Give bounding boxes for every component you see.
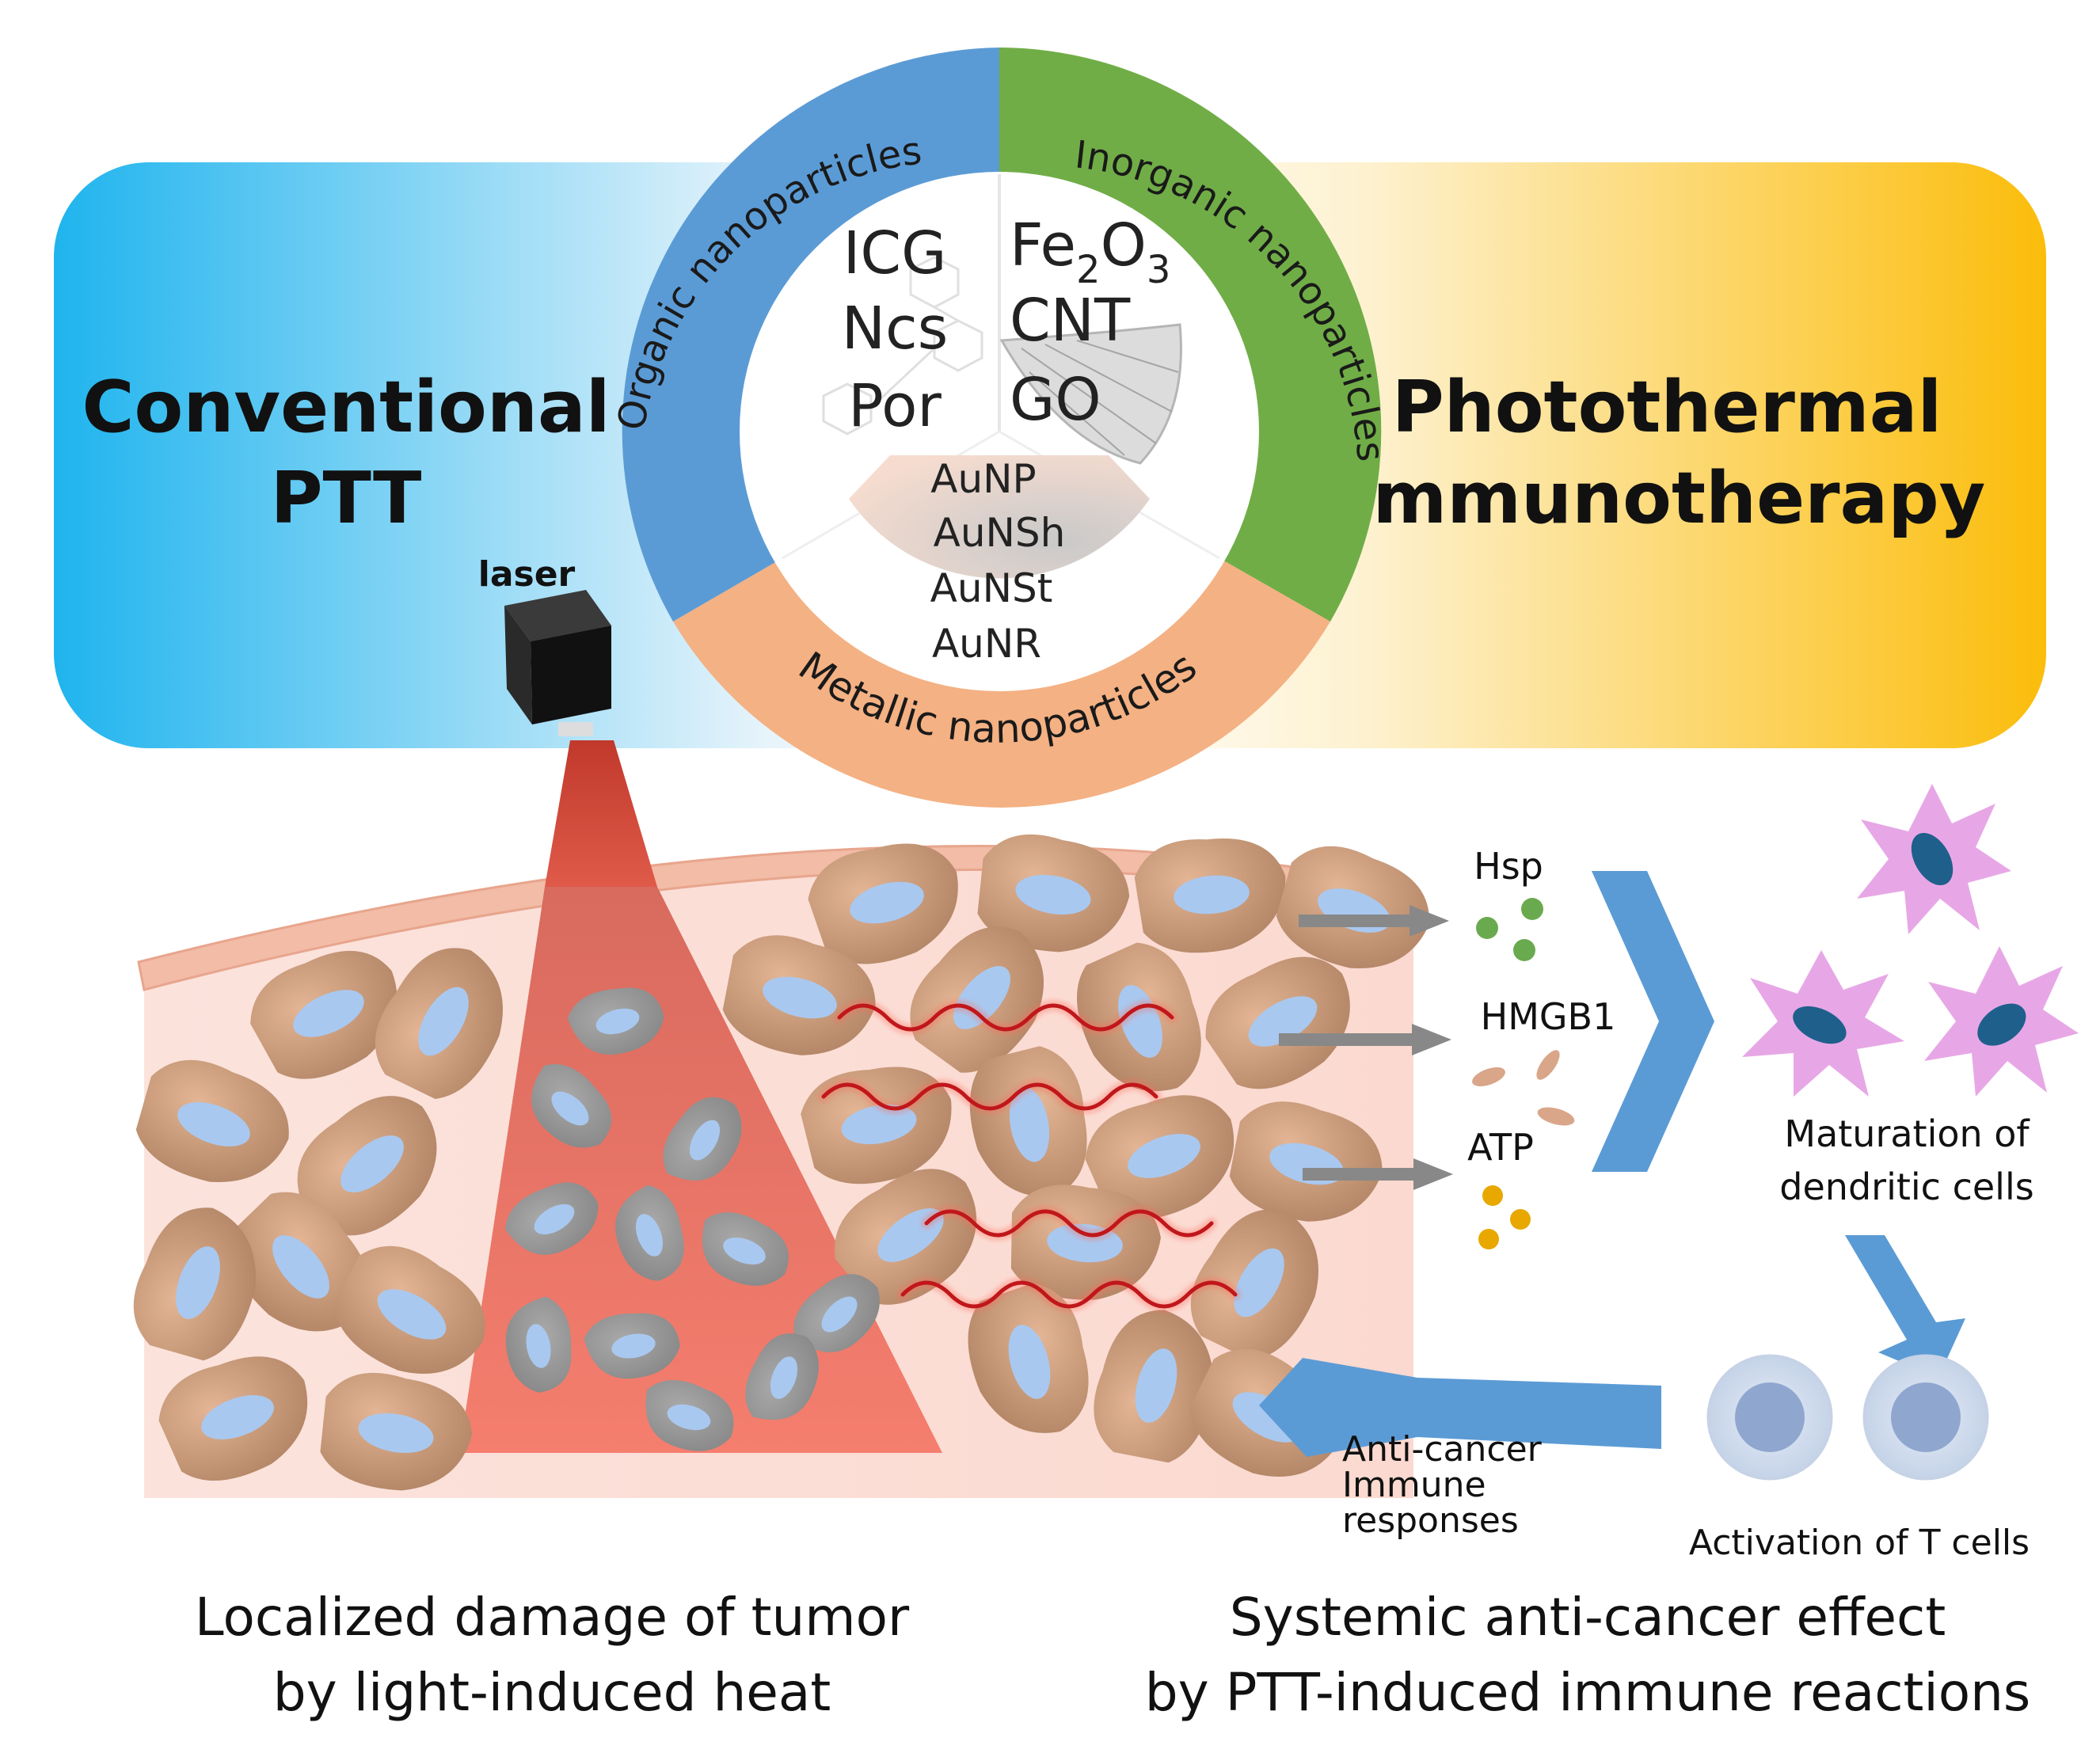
release-arrow-atp — [1303, 1158, 1453, 1190]
heat-waves — [818, 1000, 1241, 1312]
immune-response-arrow — [1259, 1358, 1661, 1457]
tumor-cell — [969, 1046, 1087, 1197]
tumor-cell — [1205, 956, 1350, 1089]
response-label-line2: Immune — [1342, 1465, 1486, 1505]
left-title-line2: PTT — [271, 457, 422, 540]
tumor-cells — [133, 834, 1429, 1491]
tumor-cell — [229, 1192, 369, 1332]
t-cell — [1862, 1354, 1989, 1481]
organic-item-icg: ICG — [843, 219, 947, 287]
tumor-cell — [135, 1059, 289, 1183]
damaged-cell — [531, 1064, 612, 1148]
left-caption-line1: Localized damage of tumor — [195, 1587, 910, 1648]
inorganic-item-go: GO — [1010, 366, 1101, 434]
right-caption-line2: by PTT-induced immune reactions — [1145, 1662, 2031, 1723]
atp-group: ATP — [1467, 1126, 1534, 1249]
atp-particle — [1482, 1185, 1503, 1206]
chevron-arrow — [1592, 871, 1714, 1172]
tumor-cell — [808, 843, 958, 964]
heat-wave — [921, 1206, 1217, 1241]
hmgb1-fragment — [1537, 1107, 1575, 1126]
maturation-to-tcell-arrow — [1845, 1235, 1965, 1378]
tumor-cell — [1190, 1209, 1318, 1360]
atp-particle — [1478, 1229, 1499, 1249]
tumor-cell — [133, 1207, 257, 1361]
heat-wave — [834, 1000, 1177, 1035]
dendritic-cell — [1742, 950, 1904, 1097]
atp-particle — [1510, 1209, 1531, 1230]
response-label-line3: responses — [1342, 1500, 1519, 1541]
heat-wave — [818, 1079, 1162, 1114]
dendritic-cell — [1924, 946, 2079, 1097]
tumor-cell — [968, 1283, 1089, 1433]
tumor-cell — [334, 1245, 485, 1374]
tumor-cell — [158, 1356, 308, 1481]
inorganic-item-cnt: CNT — [1010, 287, 1131, 355]
damaged-cell — [745, 1333, 819, 1420]
release-arrows — [1279, 905, 1453, 1190]
damaged-cells — [505, 987, 880, 1451]
metallic-item-aunst: AuNSt — [930, 565, 1053, 611]
damaged-cell — [615, 1185, 684, 1281]
tumor-cell — [250, 950, 398, 1079]
nanoparticle-wheel: Organic nanoparticles Inorganic nanopart… — [609, 48, 1393, 808]
right-caption-line1: Systemic anti-cancer effect — [1230, 1587, 1946, 1648]
t-cell — [1706, 1354, 1833, 1481]
tumor-cell — [1094, 1310, 1214, 1463]
damaged-cell — [793, 1274, 880, 1352]
tumor-cell — [320, 1372, 473, 1491]
metallic-item-aunp: AuNP — [930, 456, 1036, 502]
metallic-wedge-shade — [849, 455, 1150, 579]
organic-item-ncs: Ncs — [842, 295, 949, 363]
damaged-cell — [702, 1212, 789, 1286]
left-title-line1: Conventional — [82, 366, 610, 449]
response-label-line1: Anti-cancer — [1342, 1429, 1543, 1470]
hsp-group: Hsp — [1474, 845, 1543, 961]
t-cells — [1706, 1354, 1989, 1481]
hmgb1-fragment — [1536, 1050, 1560, 1080]
laser-beam — [545, 740, 657, 887]
organic-item-por: Por — [848, 372, 942, 440]
dendritic-cells — [1742, 784, 2079, 1097]
hsp-label: Hsp — [1474, 845, 1543, 888]
damaged-cell — [584, 1313, 680, 1379]
metallic-item-aunr: AuNR — [932, 621, 1041, 667]
tumor-cell — [297, 1096, 437, 1236]
metallic-item-aunsh: AuNSh — [934, 510, 1066, 556]
damaged-cell — [567, 987, 664, 1055]
release-arrow-hmgb1 — [1279, 1024, 1451, 1055]
laser-label: laser — [478, 554, 576, 595]
hsp-particle — [1476, 917, 1498, 939]
laser-device — [504, 590, 611, 736]
right-title-line2: immunotherapy — [1349, 457, 1986, 540]
atp-label: ATP — [1467, 1126, 1534, 1169]
nanotube-sketch — [999, 323, 1182, 465]
damaged-cell — [645, 1379, 734, 1451]
release-arrow-hsp — [1299, 905, 1449, 937]
tumor-cell — [977, 834, 1130, 953]
hmgb1-label: HMGB1 — [1481, 995, 1616, 1038]
right-title-line1: Photothermal — [1392, 366, 1942, 449]
molecule-sketch — [822, 256, 983, 435]
heat-wave — [897, 1277, 1241, 1312]
damaged-cell — [505, 1296, 572, 1393]
tumor-cell — [1085, 1095, 1235, 1220]
damaged-cell — [505, 1182, 599, 1255]
tumor-cell — [1134, 838, 1286, 953]
hsp-particle — [1521, 898, 1543, 920]
tcell-label: Activation of T cells — [1689, 1523, 2030, 1563]
hmgb1-fragment — [1472, 1067, 1505, 1087]
dendritic-cell — [1857, 784, 2011, 934]
hsp-particle — [1513, 939, 1535, 961]
tumor-cell — [722, 935, 876, 1055]
dc-label-line1: Maturation of — [1784, 1112, 2030, 1155]
inorganic-item-fe2o3: Fe2O3 — [1010, 211, 1170, 292]
left-caption-line2: by light-induced heat — [273, 1662, 831, 1723]
dc-label-line2: dendritic cells — [1779, 1165, 2033, 1208]
damaged-cell — [663, 1097, 742, 1181]
hmgb1-group: HMGB1 — [1472, 995, 1616, 1126]
tumor-cell — [375, 948, 503, 1099]
